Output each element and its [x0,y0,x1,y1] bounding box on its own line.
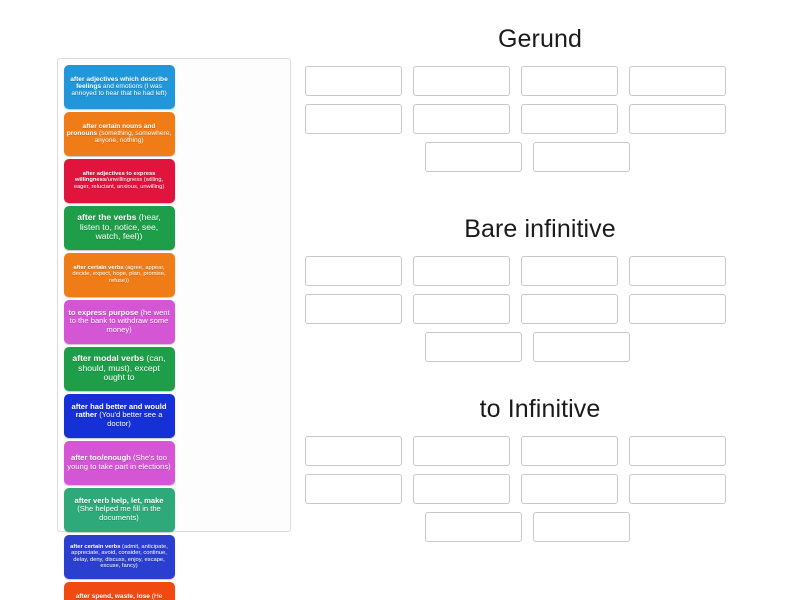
tile-label: after too/enough (She's too young to tak… [67,453,171,471]
draggable-tile[interactable]: after adjectives which describe feelings… [63,64,175,109]
slot-row [305,473,775,504]
drop-slot-to[interactable] [521,435,618,466]
tile-label: after certain verbs (agree, appear, deci… [72,264,166,284]
drop-slot-to[interactable] [521,473,618,504]
drop-slot-bare[interactable] [425,331,522,362]
draggable-tile[interactable]: after certain verbs (admit, anticipate, … [63,534,175,579]
tile-label: after adjectives which describe feelings… [70,75,168,98]
drop-slot-bare[interactable] [521,293,618,324]
drop-slot-bare[interactable] [413,293,510,324]
tile-label: after certain verbs (admit, anticipate, … [70,543,168,569]
drop-slot-gerund[interactable] [521,103,618,134]
drop-slot-gerund[interactable] [413,65,510,96]
slot-row [305,141,775,172]
drop-slot-bare[interactable] [533,331,630,362]
drop-slot-to[interactable] [305,473,402,504]
draggable-tile[interactable]: after verb help, let, make (She helped m… [63,487,175,532]
drop-slot-to[interactable] [425,511,522,542]
tile-label: after certain nouns and pronouns (someth… [66,122,172,145]
drop-slot-to[interactable] [305,435,402,466]
drop-slot-gerund[interactable] [533,141,630,172]
drop-slot-bare[interactable] [305,293,402,324]
drop-slot-to[interactable] [629,473,726,504]
slot-rows-to-infinitive [305,435,775,542]
draggable-tile[interactable]: after the verbs (hear, listen to, notice… [63,205,175,250]
drop-group-to-infinitive: to Infinitive [305,395,775,550]
slot-row [305,65,775,96]
drop-slot-bare[interactable] [629,293,726,324]
tile-label: after had better and would rather (You'd… [71,401,167,428]
slot-row [305,511,775,542]
draggable-tile[interactable]: after spend, waste, lose (He wasted a lo… [63,581,175,600]
drop-slot-gerund[interactable] [521,65,618,96]
draggable-tile[interactable]: after modal verbs (can, should, must), e… [63,346,175,391]
drop-slot-gerund[interactable] [305,65,402,96]
drop-slot-bare[interactable] [305,255,402,286]
tile-label: to express purpose (he went to the bank … [68,307,170,334]
draggable-tile-tray[interactable]: after adjectives which describe feelings… [57,58,291,600]
tile-label: after spend, waste, lose (He wasted a lo… [69,592,169,600]
drop-slot-to[interactable] [533,511,630,542]
group-title-to-infinitive: to Infinitive [479,395,601,423]
tile-label: after modal verbs (can, should, must), e… [72,353,166,383]
slot-row [305,293,775,324]
draggable-tile[interactable]: after too/enough (She's too young to tak… [63,440,175,485]
tile-label: after verb help, let, make (She helped m… [74,495,164,522]
drop-group-gerund: Gerund [305,25,775,180]
drop-slot-bare[interactable] [413,255,510,286]
group-title-bare-infinitive: Bare infinitive [464,215,616,243]
slot-rows-bare-infinitive [305,255,775,362]
slot-row [305,255,775,286]
drop-slot-gerund[interactable] [413,103,510,134]
draggable-tile[interactable]: after had better and would rather (You'd… [63,393,175,438]
slot-row [305,103,775,134]
draggable-tile[interactable]: after certain nouns and pronouns (someth… [63,111,175,156]
drop-slot-to[interactable] [629,435,726,466]
drop-slot-gerund[interactable] [629,103,726,134]
tile-label: after the verbs (hear, listen to, notice… [77,212,161,242]
drop-slot-bare[interactable] [629,255,726,286]
drop-slot-gerund[interactable] [629,65,726,96]
group-title-gerund: Gerund [498,25,582,53]
draggable-tile[interactable]: after certain verbs (agree, appear, deci… [63,252,175,297]
draggable-tile[interactable]: after adjectives to express willingness/… [63,158,175,203]
drop-slot-to[interactable] [413,473,510,504]
draggable-tile[interactable]: to express purpose (he went to the bank … [63,299,175,344]
slot-rows-gerund [305,65,775,172]
tile-label: after adjectives to express willingness/… [73,170,165,190]
drop-slot-to[interactable] [413,435,510,466]
drop-group-bare-infinitive: Bare infinitive [305,215,775,370]
slot-row [305,435,775,466]
drop-slot-gerund[interactable] [305,103,402,134]
drop-slot-gerund[interactable] [425,141,522,172]
slot-row [305,331,775,362]
drop-slot-bare[interactable] [521,255,618,286]
